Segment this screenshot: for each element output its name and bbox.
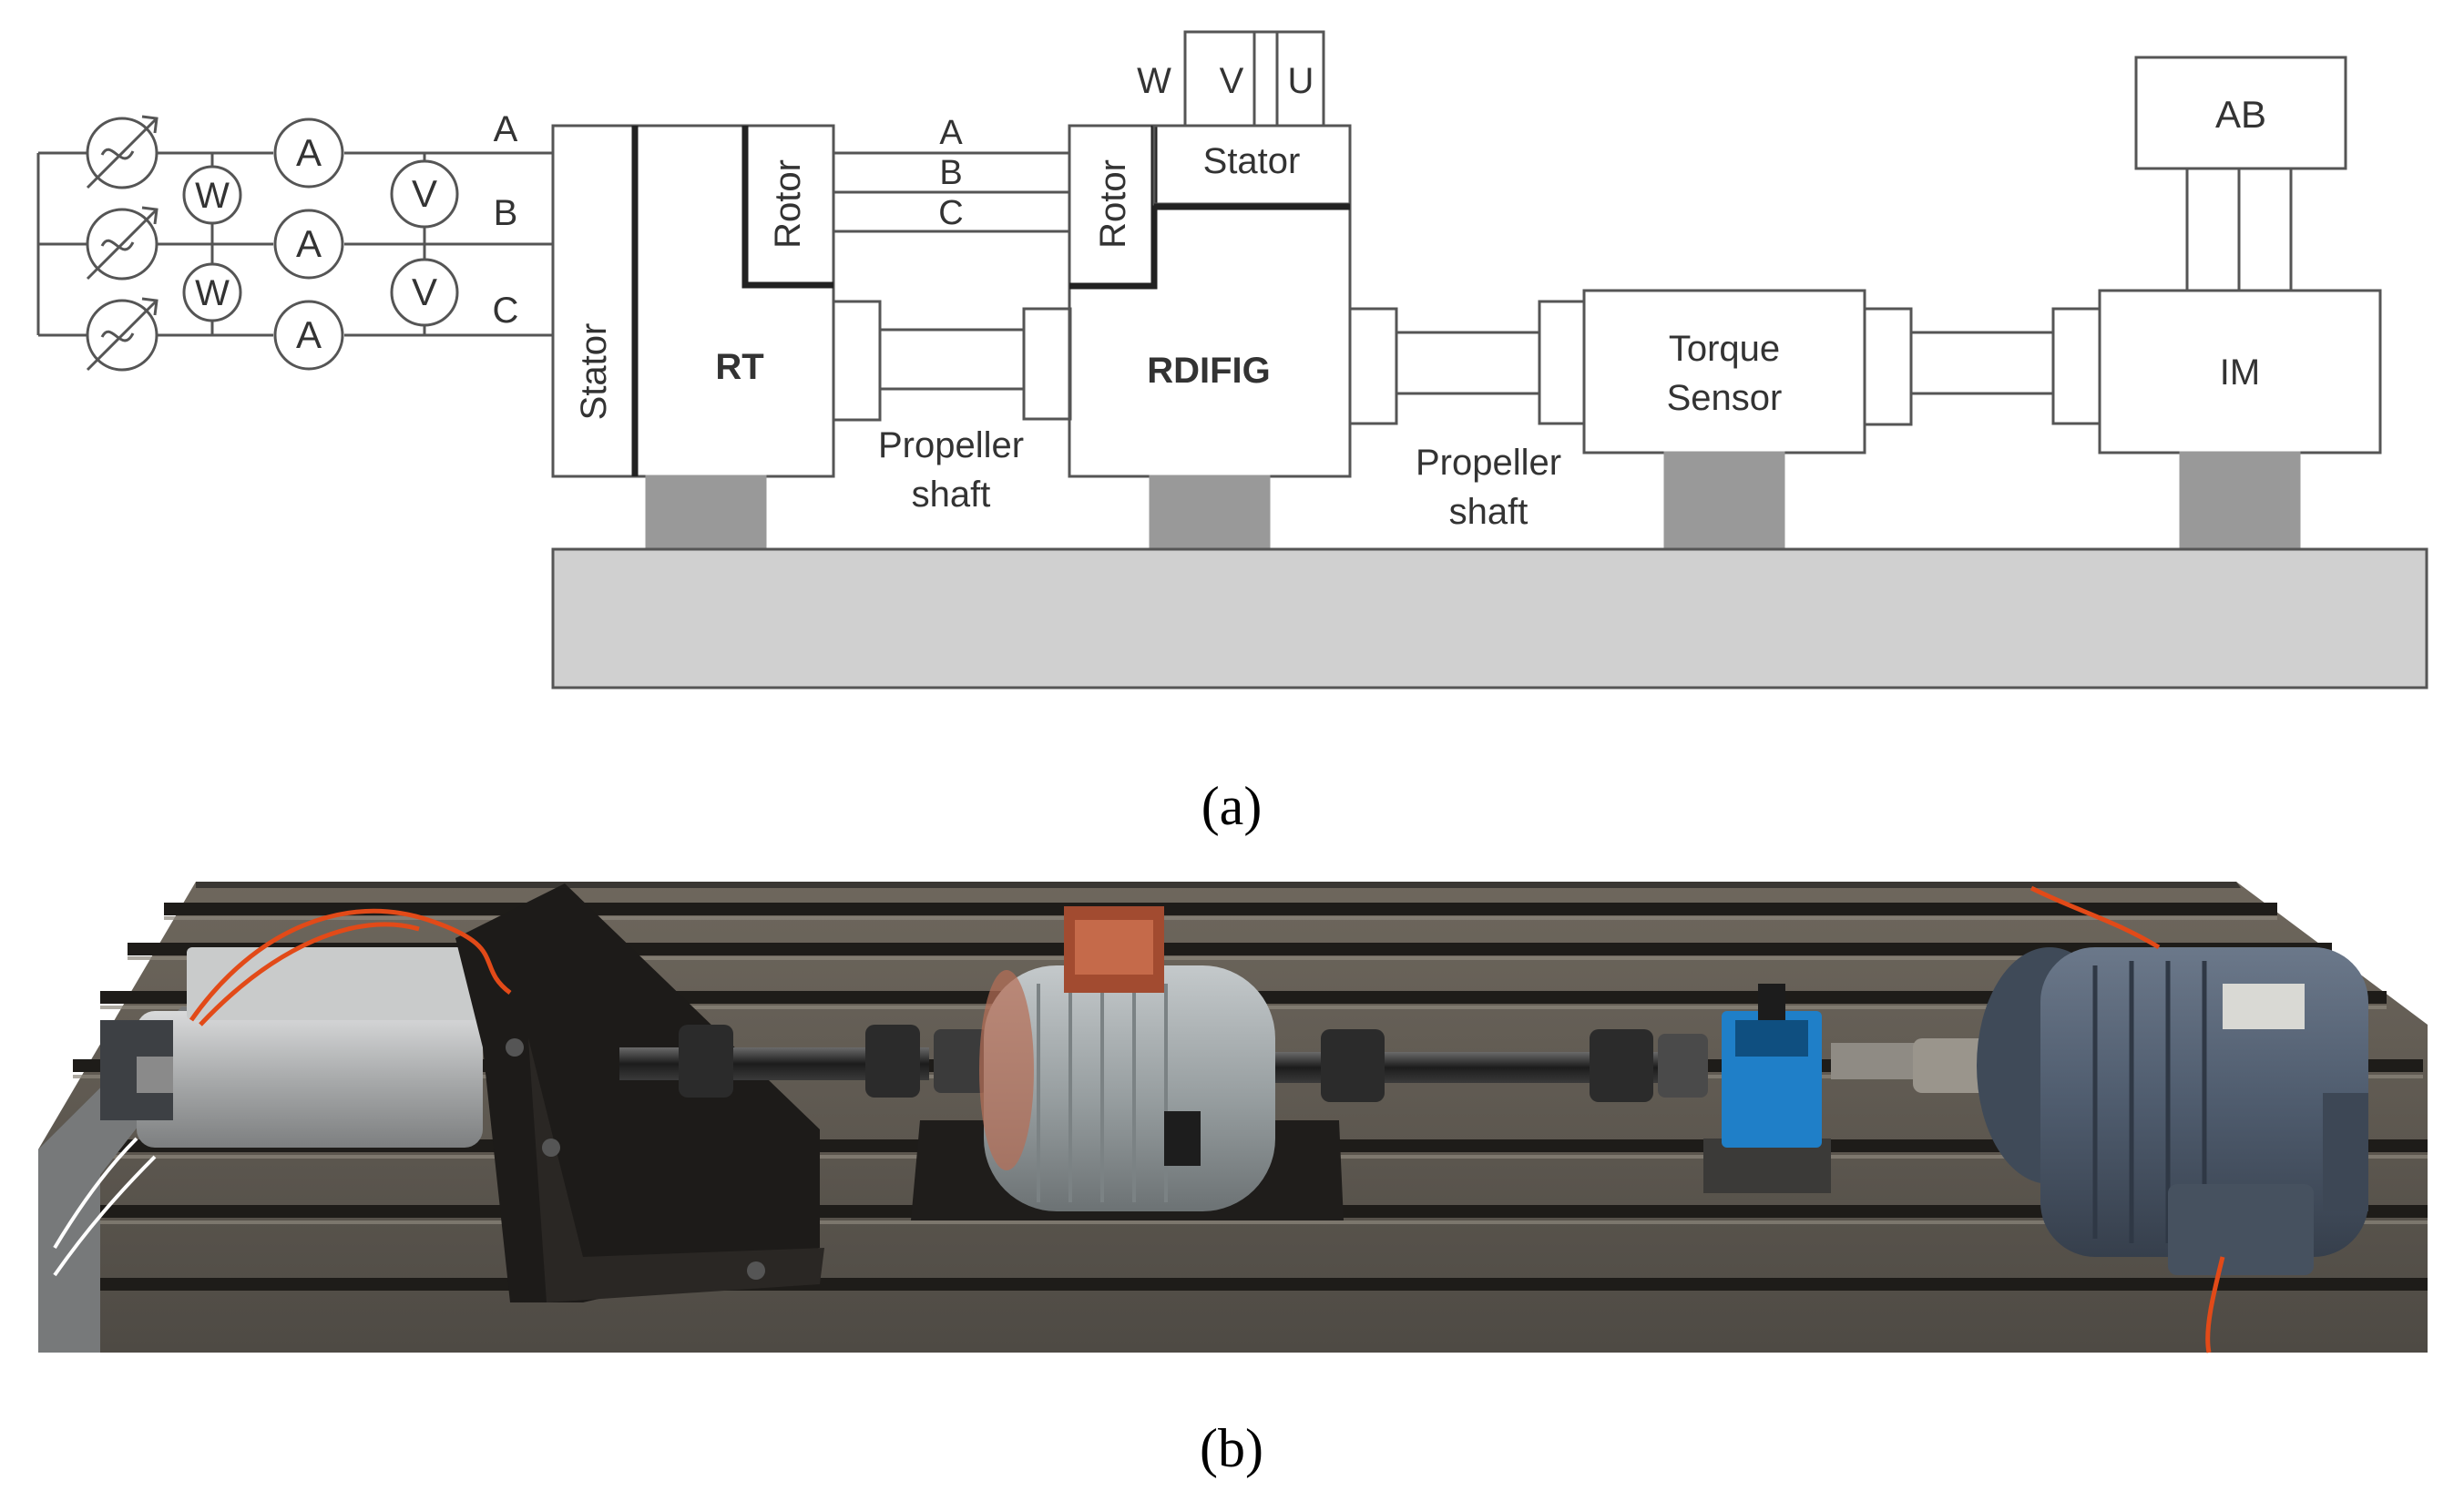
torque-sensor-block (1582, 289, 1866, 454)
terminal-w-label: W (1137, 61, 1171, 101)
shaft1-label-line2: shaft (912, 475, 991, 515)
ac-source-1 (86, 115, 158, 189)
link-label-c: C (938, 194, 963, 232)
phase-label-c: C (493, 291, 519, 331)
link-label-a: A (939, 114, 963, 152)
test-bench-photo (38, 882, 2428, 1353)
phase-label-b: B (494, 193, 518, 233)
rdifig-name-label: RDIFIG (1147, 351, 1271, 391)
base-plate (551, 547, 2428, 689)
voltmeter-2-label: V (412, 271, 437, 313)
shaft2-label-line2: shaft (1449, 492, 1528, 532)
ammeter-c (273, 300, 344, 371)
rdifig-motor (984, 965, 1275, 1211)
schematic-diagram (36, 30, 2428, 689)
wattmeter-1-label: W (195, 176, 230, 216)
rdifig-stator-label: Stator (1203, 141, 1301, 181)
schematic-labels: A B C W W A A A V V Stator Rotor RT A B … (195, 61, 2266, 532)
rt-name-label: RT (715, 347, 763, 387)
shaft1-label-line1: Propeller (878, 425, 1024, 465)
rt-machine (137, 1011, 483, 1148)
ac-source-3 (86, 297, 158, 372)
ab-label: AB (2215, 93, 2266, 136)
rt-stator-label: Stator (574, 323, 614, 421)
rdifig-rotor-label: Rotor (1093, 159, 1133, 249)
shaft2-label-line1: Propeller (1416, 443, 1561, 483)
voltmeter-2 (390, 258, 459, 327)
caption-a: (a) (1201, 776, 1263, 836)
torque-sensor-label-line2: Sensor (1667, 378, 1783, 418)
wattmeter-2 (182, 262, 242, 322)
voltmeter-1 (390, 159, 459, 229)
voltmeter-1-label: V (412, 172, 437, 215)
caption-b: (b) (1200, 1418, 1263, 1478)
terminal-v-label: V (1220, 61, 1244, 101)
link-label-b: B (939, 154, 962, 192)
cables (189, 885, 2225, 1353)
torque-sensor-label-line1: Torque (1669, 329, 1780, 369)
ammeter-b (273, 209, 344, 280)
ammeter-a-label: A (296, 131, 322, 174)
phase-label-a: A (494, 109, 518, 149)
wattmeter-1 (182, 165, 242, 225)
rt-rotor-label: Rotor (768, 159, 808, 249)
ab-block (2134, 56, 2347, 170)
ac-source-2 (86, 206, 158, 281)
ammeter-a (273, 117, 344, 189)
ammeter-c-label: A (296, 313, 322, 356)
terminal-u-label: U (1288, 61, 1314, 101)
im-label: IM (2220, 352, 2260, 393)
wattmeter-2-label: W (195, 273, 230, 313)
ammeter-b-label: A (296, 222, 322, 265)
